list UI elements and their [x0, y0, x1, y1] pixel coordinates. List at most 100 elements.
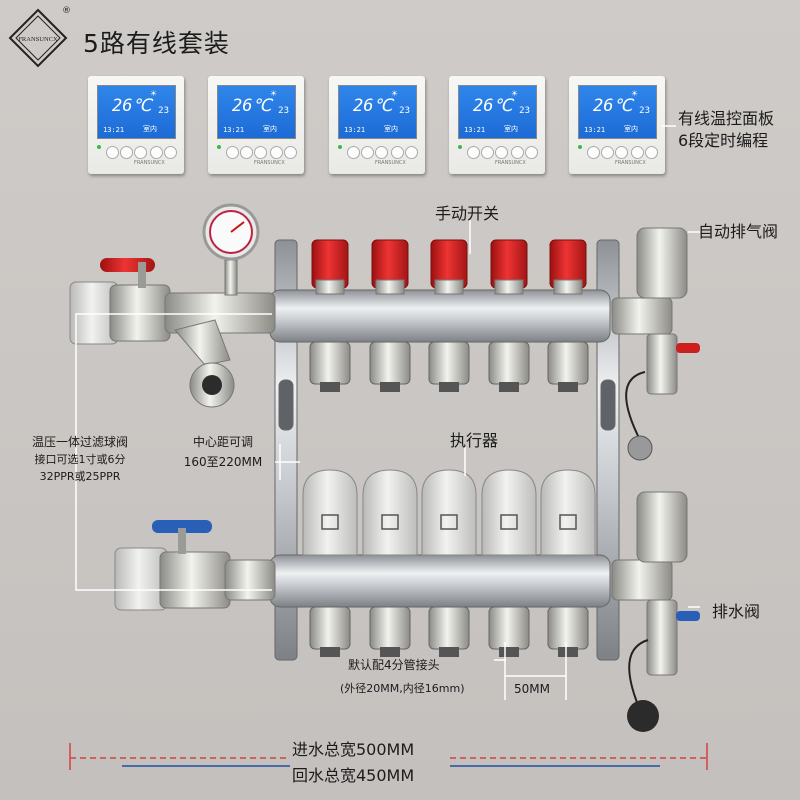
thermostat-button[interactable]: [106, 146, 119, 159]
thermostat-button[interactable]: [134, 146, 147, 159]
thermostat-setpoint: 23: [519, 106, 530, 116]
thermostat-setpoint: 23: [639, 106, 650, 116]
supply-fitting: [309, 341, 351, 385]
thermostat-brand: FRANSUNCX: [615, 160, 646, 166]
thermostat-button[interactable]: [226, 146, 239, 159]
return-pipe-stub: [380, 647, 400, 657]
actuator-window: [440, 514, 458, 530]
thermostat-button[interactable]: [164, 146, 177, 159]
thermostat-brand: FRANSUNCX: [495, 160, 526, 166]
return-pipe-stub: [499, 647, 519, 657]
supply-pipe-stub: [380, 382, 400, 392]
panel-label-2: 6段定时编程: [678, 131, 769, 150]
manual-valve-caps: [311, 239, 587, 295]
thermostat-clock: 13:21: [344, 126, 366, 134]
power-led: [217, 145, 221, 149]
thermostat-mode: 室内: [263, 125, 277, 133]
return-fitting: [488, 606, 530, 650]
thermostat-button[interactable]: [361, 146, 374, 159]
thermostat-clock: 13:21: [103, 126, 125, 134]
return-pipe-stub: [320, 647, 340, 657]
thermostat-button[interactable]: [615, 146, 628, 159]
dimension-lines: [69, 743, 708, 770]
thermostat-button[interactable]: [284, 146, 297, 159]
auto-vent-label: 自动排气阀: [698, 222, 779, 241]
return-fitting: [547, 606, 589, 650]
thermostat-temp: 26℃: [112, 96, 152, 116]
valve-collar: [315, 279, 345, 295]
thermostat-buttons: [216, 146, 297, 160]
filter-label-3: 32PPR或25PPR: [39, 470, 121, 483]
thermostat-setpoint: 23: [399, 106, 410, 116]
power-led: [578, 145, 582, 149]
actuator-head: [540, 469, 596, 556]
supply-pipe-stub: [558, 382, 578, 392]
thermostat-setpoint: 23: [278, 106, 289, 116]
thermostat-mode: 室内: [504, 125, 518, 133]
actuator-label: 执行器: [450, 431, 499, 450]
center-distance-label-1: 中心距可调: [192, 435, 253, 449]
brand-name: FRANSUNCX: [18, 36, 58, 43]
page-title: 5路有线套装: [83, 29, 230, 58]
actuator-window: [559, 514, 577, 530]
thermostat-button[interactable]: [254, 146, 267, 159]
power-led: [97, 145, 101, 149]
sun-icon: ☀: [630, 89, 638, 98]
valve-collar: [434, 279, 464, 295]
thermostat-clock: 13:21: [464, 126, 486, 134]
actuator-head: [302, 469, 358, 556]
thermostat-button[interactable]: [511, 146, 524, 159]
actuator-window: [381, 514, 399, 530]
actuator-head: [362, 469, 418, 556]
sun-icon: ☀: [269, 89, 277, 98]
manual-switch-label: 手动开关: [435, 204, 500, 223]
return-fitting: [309, 606, 351, 650]
thermostat-button[interactable]: [481, 146, 494, 159]
thermostat-temp: 26℃: [593, 96, 633, 116]
thermostat-button[interactable]: [150, 146, 163, 159]
thermostat-button[interactable]: [270, 146, 283, 159]
thermostat-panel: ☀26℃ 23 13:21 室内 FRANSUNCX: [569, 76, 665, 174]
supply-pipe-stub: [499, 382, 519, 392]
sun-icon: ☀: [390, 89, 398, 98]
valve-collar: [553, 279, 583, 295]
thermostat-button[interactable]: [240, 146, 253, 159]
return-pipe-stub: [558, 647, 578, 657]
thermostat-buttons: [337, 146, 418, 160]
thermostat-button[interactable]: [405, 146, 418, 159]
panel-label-1: 有线温控面板: [678, 109, 775, 128]
thermostat-button[interactable]: [347, 146, 360, 159]
inlet-width-label: 进水总宽500MM: [292, 740, 415, 759]
auto-air-vent: [611, 227, 700, 461]
thermostat-button[interactable]: [391, 146, 404, 159]
return-fitting: [428, 606, 470, 650]
thermostat-mode: 室内: [624, 125, 638, 133]
thermostat-button[interactable]: [587, 146, 600, 159]
thermostat-button[interactable]: [467, 146, 480, 159]
thermostat-temp: 26℃: [232, 96, 272, 116]
thermostat-button[interactable]: [631, 146, 644, 159]
supply-outlets: [309, 341, 589, 392]
thermostat-button[interactable]: [525, 146, 538, 159]
return-pipe-stub: [439, 647, 459, 657]
fitting-label-2: (外径20MM,内径16mm): [340, 682, 465, 695]
thermostat-button[interactable]: [495, 146, 508, 159]
thermostat-button[interactable]: [120, 146, 133, 159]
sun-icon: ☀: [149, 89, 157, 98]
thermostat-button[interactable]: [645, 146, 658, 159]
thermostat-button[interactable]: [375, 146, 388, 159]
return-outlets: [309, 606, 589, 657]
return-width-label: 回水总宽450MM: [292, 766, 415, 785]
thermostat-clock: 13:21: [584, 126, 606, 134]
thermostat-mode: 室内: [384, 125, 398, 133]
supply-fitting: [547, 341, 589, 385]
thermostat-button[interactable]: [601, 146, 614, 159]
